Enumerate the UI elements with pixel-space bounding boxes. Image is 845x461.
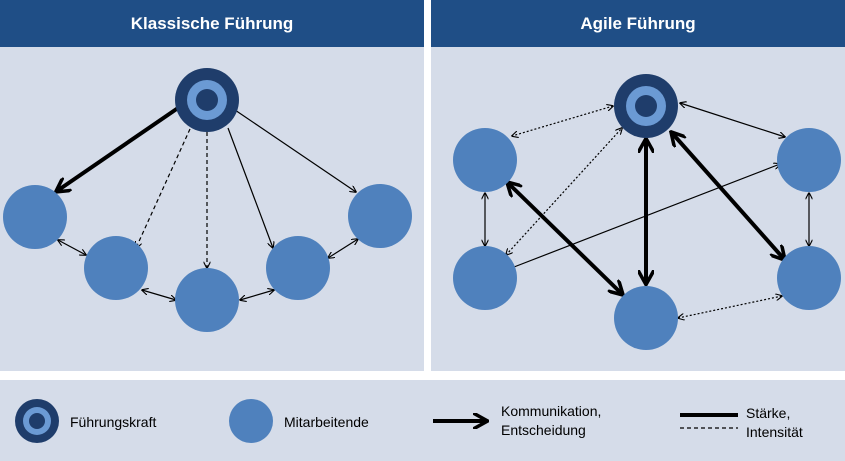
edge-leader-right-top (680, 103, 785, 137)
classic-leader-node (175, 68, 239, 132)
legend-leader-icon (15, 399, 59, 443)
edge-bottomleft-leader (506, 128, 622, 255)
edge-emp3-emp4 (240, 290, 274, 300)
legend-employees-label: Mitarbeitende (284, 414, 369, 430)
agile-edges (485, 103, 809, 318)
agile-nodes (453, 74, 841, 350)
edge-leader-emp1 (57, 106, 180, 191)
legend-employee-icon (229, 399, 273, 443)
legend-communication-label-2: Entscheidung (501, 422, 586, 438)
edge-emp2-emp3 (142, 290, 176, 300)
agile-leadership-title: Agile Führung (431, 0, 845, 47)
edge-bottom-rightbottom (678, 296, 782, 318)
legend-symbols (15, 399, 738, 443)
classic-employee-node (175, 268, 239, 332)
classic-employee-node (84, 236, 148, 300)
edge-emp1-emp2 (58, 240, 86, 255)
edge-leader-emp4 (227, 127, 273, 248)
classic-employee-node (3, 185, 67, 249)
classic-edges (57, 106, 358, 300)
legend (0, 380, 845, 461)
agile-employee-node (614, 286, 678, 350)
edge-leader-emp2 (136, 128, 191, 248)
edge-emp4-emp5 (328, 239, 358, 258)
legend-strength-label-2: Intensität (746, 424, 803, 440)
agile-employee-node (777, 128, 841, 192)
legend-leader-label: Führungskraft (70, 414, 157, 430)
edge-topleft-bottom (508, 183, 622, 294)
classic-nodes (3, 68, 412, 332)
edge-leader-emp5 (234, 109, 356, 192)
legend-strength-label-1: Stärke, (746, 405, 791, 421)
agile-employee-node (777, 246, 841, 310)
legend-communication-label-1: Kommunikation, (501, 403, 602, 419)
edge-leader-right-bottom (672, 133, 784, 259)
agile-employee-node (453, 128, 517, 192)
classic-employee-node (266, 236, 330, 300)
classic-employee-node (348, 184, 412, 248)
agile-employee-node (453, 246, 517, 310)
edge-leader-topleft (512, 106, 613, 136)
agile-leader-node (614, 74, 678, 138)
classic-leadership-title: Klassische Führung (0, 0, 424, 47)
